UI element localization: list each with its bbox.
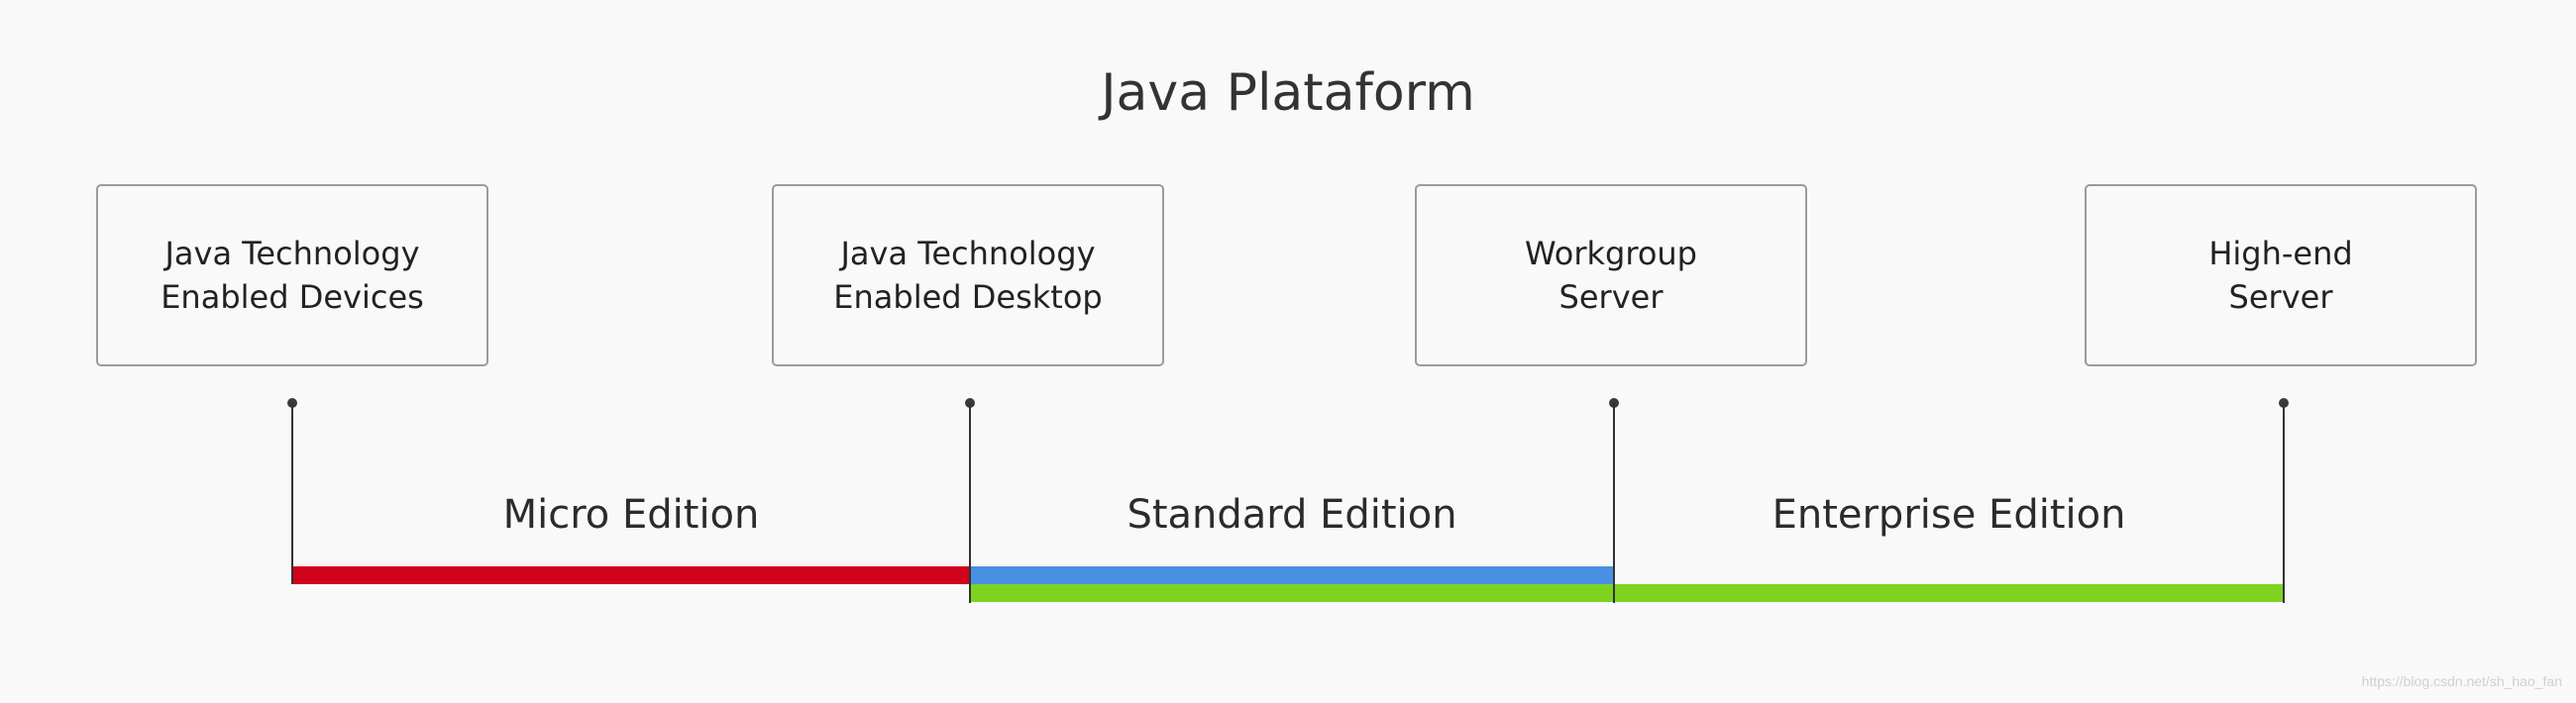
enterprise-edition-bar bbox=[970, 584, 2284, 602]
device-label-line1: Java Technology bbox=[840, 235, 1096, 272]
diagram-title: Java Plataform bbox=[1101, 63, 1475, 123]
device-label-line2: Enabled Devices bbox=[161, 278, 424, 316]
device-box-workgroup-server: Workgroup Server bbox=[1415, 184, 1807, 366]
standard-edition-label: Standard Edition bbox=[1127, 492, 1457, 538]
watermark: https://blog.csdn.net/sh_hao_fan bbox=[2361, 673, 2562, 689]
marker-line bbox=[969, 403, 971, 603]
enterprise-edition-label: Enterprise Edition bbox=[1771, 492, 2126, 538]
device-label-line1: Java Technology bbox=[164, 235, 420, 272]
micro-edition-bar bbox=[292, 566, 970, 584]
device-box-high-end-server: High-end Server bbox=[2085, 184, 2477, 366]
device-box-enabled-desktop: Java Technology Enabled Desktop bbox=[772, 184, 1164, 366]
device-label-line1: High-end bbox=[2208, 235, 2353, 272]
device-label-line2: Enabled Desktop bbox=[833, 278, 1103, 316]
device-label-line2: Server bbox=[1558, 278, 1664, 316]
standard-edition-bar bbox=[970, 566, 1614, 584]
marker-line bbox=[1613, 403, 1615, 603]
micro-edition-label: Micro Edition bbox=[502, 492, 760, 538]
marker-line bbox=[291, 403, 293, 584]
device-label-line2: Server bbox=[2228, 278, 2333, 316]
device-box-enabled-devices: Java Technology Enabled Devices bbox=[96, 184, 488, 366]
device-label-line1: Workgroup bbox=[1525, 235, 1697, 272]
marker-line bbox=[2283, 403, 2285, 603]
